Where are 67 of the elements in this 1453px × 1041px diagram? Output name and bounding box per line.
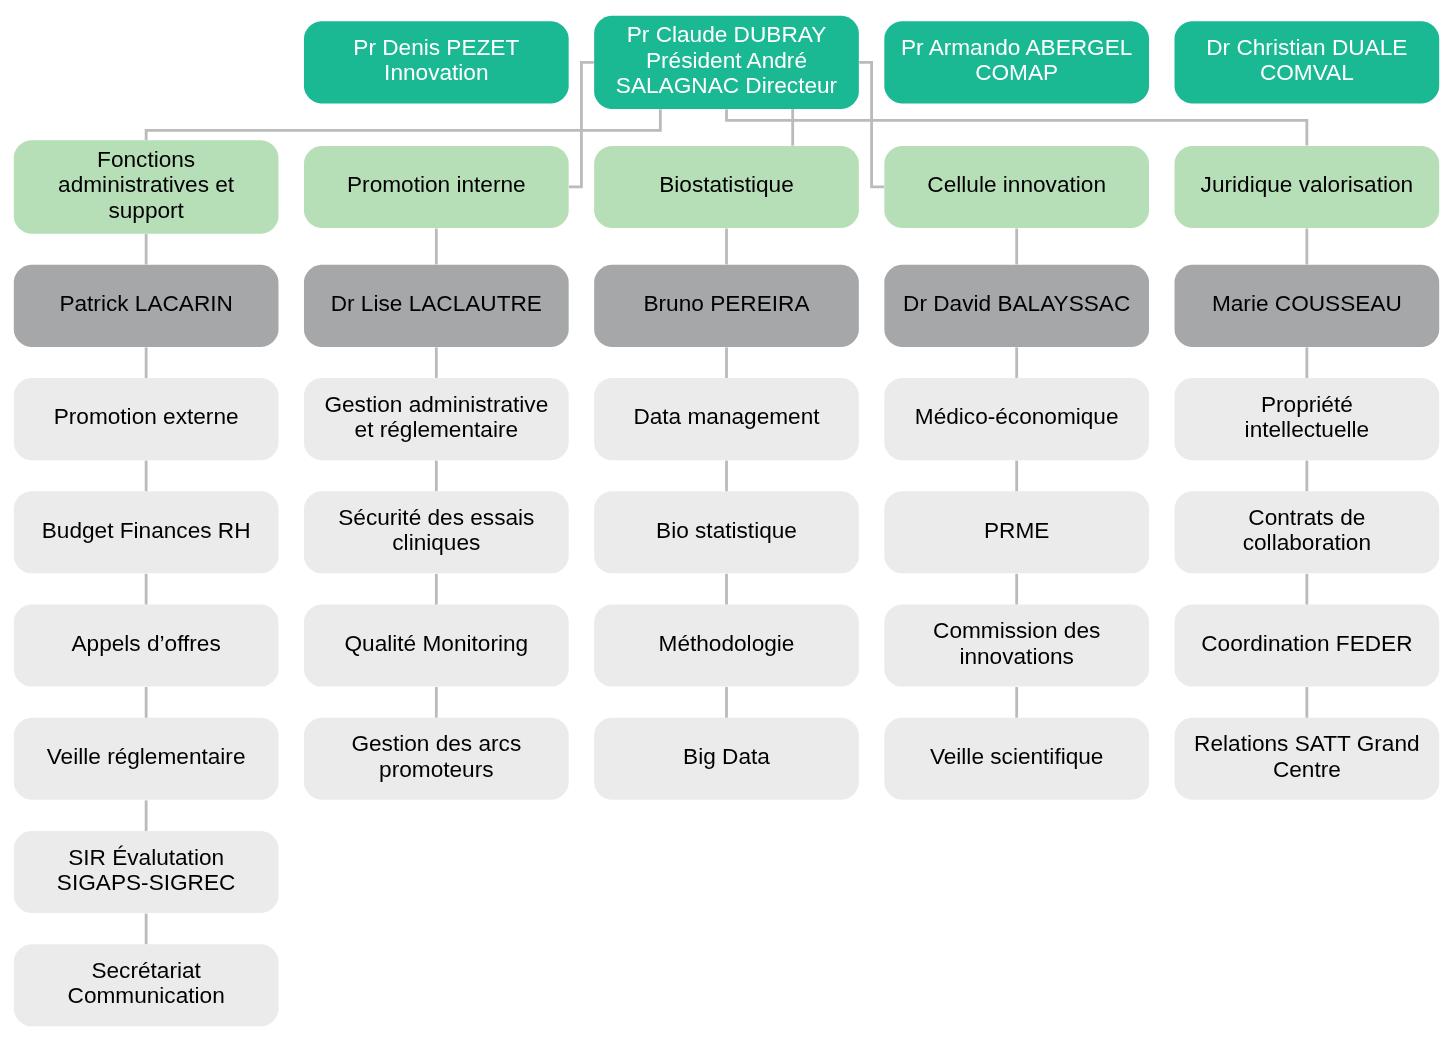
connector: [1015, 686, 1019, 718]
connector: [725, 686, 728, 718]
connector: [1305, 346, 1309, 378]
connector: [1305, 460, 1309, 491]
node-box: Gestion des arcs promoteurs: [303, 717, 569, 800]
node-box: Pr Denis PEZET Innovation: [303, 20, 569, 103]
connector: [725, 460, 728, 491]
node-box: Pr Armando ABERGEL COMAP: [884, 20, 1150, 103]
connector: [1015, 346, 1019, 378]
connector: [144, 799, 148, 831]
connector: [144, 346, 148, 378]
connector: [1305, 573, 1309, 604]
connector: [1015, 460, 1019, 491]
node-box: Pr Claude DUBRAY Président André SALAGNAC Directeur: [594, 15, 859, 109]
node-box: Coordination FEDER: [1174, 604, 1440, 687]
node-box: Data management: [594, 377, 859, 460]
node-box: Veille réglementaire: [13, 717, 279, 800]
node-box: Marie COUSSEAU: [1174, 264, 1440, 347]
connector: [1305, 228, 1309, 264]
connector: [434, 228, 438, 264]
connector: [434, 460, 438, 491]
connector: [569, 60, 594, 188]
connector: [1015, 228, 1019, 264]
connector: [144, 573, 148, 604]
connector: [859, 60, 884, 188]
node-box: Bruno PEREIRA: [594, 264, 859, 347]
node-box: Patrick LACARIN: [13, 264, 279, 347]
connector: [434, 573, 438, 604]
connector: [725, 573, 728, 604]
node-box: Propriété intellectuelle: [1174, 377, 1440, 460]
connector: [144, 913, 148, 944]
node-box: Cellule innovation: [884, 145, 1150, 228]
node-box: Big Data: [594, 717, 859, 800]
node-box: Promotion interne: [303, 145, 569, 228]
node-box: Bio statistique: [594, 490, 859, 573]
node-box: PRME: [884, 490, 1150, 573]
node-box: Juridique valorisation: [1174, 145, 1440, 228]
node-box: Gestion administrative et réglementaire: [303, 377, 569, 460]
connector: [434, 686, 438, 718]
connector: [791, 108, 795, 146]
connector: [144, 686, 148, 718]
node-box: Appels d’offres: [13, 604, 279, 687]
node-box: Contrats de collaboration: [1174, 490, 1440, 573]
node-box: Sécurité des essais cliniques: [303, 490, 569, 573]
node-box: Méthodologie: [594, 604, 859, 687]
node-box: Promotion externe: [13, 377, 279, 460]
node-box: Secrétariat Communication: [13, 943, 279, 1026]
connector: [725, 346, 728, 378]
node-box: Médico-économique: [884, 377, 1150, 460]
connector: [434, 346, 438, 378]
node-box: Veille scientifique: [884, 717, 1150, 800]
node-box: Qualité Monitoring: [303, 604, 569, 687]
node-box: Commission des innovations: [884, 604, 1150, 687]
connector: [144, 233, 148, 265]
node-box: Biostatistique: [594, 145, 859, 228]
connector: [1305, 686, 1309, 718]
node-box: Fonctions administratives et support: [13, 139, 279, 234]
connector: [144, 460, 148, 491]
node-box: Dr Lise LACLAUTRE: [303, 264, 569, 347]
connector: [725, 108, 1309, 146]
node-box: Dr David BALAYSSAC: [884, 264, 1150, 347]
node-box: SIR Évalutation SIGAPS-SIGREC: [13, 830, 279, 913]
connector: [725, 228, 728, 264]
connector: [1015, 573, 1019, 604]
node-box: Dr Christian DUALE COMVAL: [1174, 20, 1440, 103]
node-box: Relations SATT Grand Centre: [1174, 717, 1440, 800]
node-box: Budget Finances RH: [13, 490, 279, 573]
